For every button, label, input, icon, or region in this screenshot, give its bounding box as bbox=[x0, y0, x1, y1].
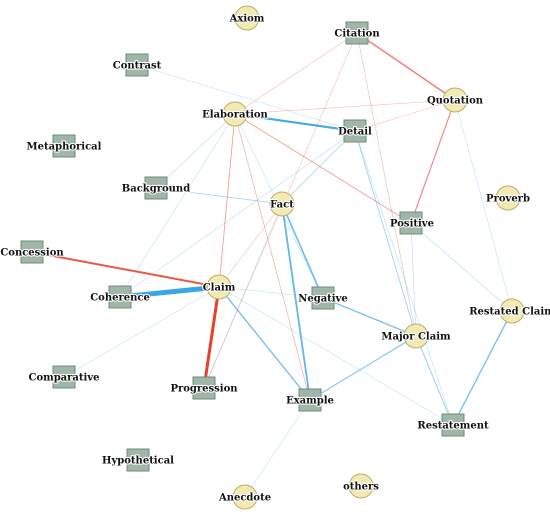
edge-example-anecdote bbox=[244, 399, 311, 498]
node-citation bbox=[345, 21, 369, 45]
edge-claim-restatement bbox=[218, 286, 454, 426]
edge-concession-claim bbox=[31, 251, 220, 288]
node-label-metaphorical: Metaphorical bbox=[27, 142, 102, 153]
node-others bbox=[348, 473, 374, 499]
node-label-restatement: Restatement bbox=[417, 421, 489, 432]
node-background bbox=[144, 176, 168, 200]
node-example bbox=[298, 388, 322, 412]
node-proverb bbox=[495, 185, 521, 211]
node-label-claim: Claim bbox=[203, 283, 236, 294]
edge-elaboration-example bbox=[234, 113, 311, 401]
edge-elaboration-detail bbox=[233, 112, 357, 133]
edge-citation-quotation bbox=[356, 32, 456, 101]
node-label-anecdote: Anecdote bbox=[218, 493, 271, 504]
node-progression bbox=[192, 376, 216, 400]
edge-citation-major_claim bbox=[356, 32, 417, 337]
edge-fact-progression bbox=[203, 203, 283, 389]
edge-layer bbox=[31, 32, 513, 498]
node-label-major-claim: Major Claim bbox=[381, 332, 451, 343]
edge-background-elaboration bbox=[155, 113, 236, 189]
node-label-fact: Fact bbox=[270, 200, 294, 211]
edge-claim-example bbox=[218, 286, 311, 401]
edge-claim-comparative bbox=[63, 286, 220, 378]
edge-claim-negative bbox=[218, 286, 324, 299]
node-label-quotation: Quotation bbox=[427, 96, 484, 107]
edge-positive-restated_claim bbox=[410, 222, 513, 312]
edge-contrast-detail bbox=[136, 64, 356, 132]
node-label-example: Example bbox=[286, 396, 334, 407]
node-label-others: others bbox=[343, 482, 379, 493]
edge-detail-major_claim bbox=[354, 130, 417, 337]
edge-elaboration-quotation bbox=[234, 99, 456, 115]
node-label-background: Background bbox=[122, 184, 190, 195]
edge-detail-restatement bbox=[354, 130, 454, 426]
node-fact bbox=[269, 191, 295, 217]
node-label-axiom: Axiom bbox=[229, 14, 265, 25]
node-positive bbox=[399, 211, 423, 235]
node-metaphorical bbox=[52, 134, 76, 158]
edge-claim-progression bbox=[202, 285, 221, 390]
node-label-progression: Progression bbox=[170, 384, 238, 395]
node-label-restated-claim: Restated Claim bbox=[469, 307, 550, 318]
node-coherence bbox=[108, 285, 132, 309]
node-elaboration bbox=[222, 101, 248, 127]
edge-fact-negative bbox=[281, 203, 324, 299]
edge-quotation-detail bbox=[354, 99, 456, 132]
node-label-proverb: Proverb bbox=[486, 194, 530, 205]
node-major-claim bbox=[403, 323, 429, 349]
edge-fact-example bbox=[281, 203, 311, 401]
node-label-citation: Citation bbox=[334, 29, 380, 40]
node-hypothetical bbox=[126, 448, 150, 472]
edge-restated_claim-restatement bbox=[452, 310, 513, 426]
node-comparative bbox=[52, 365, 76, 389]
edge-elaboration-claim bbox=[218, 113, 236, 288]
node-label-elaboration: Elaboration bbox=[202, 110, 268, 121]
node-axiom bbox=[234, 5, 260, 31]
edge-fact-claim bbox=[218, 203, 283, 288]
node-quotation bbox=[442, 87, 468, 113]
node-contrast bbox=[125, 53, 149, 77]
edge-elaboration-positive bbox=[234, 113, 412, 224]
node-claim bbox=[206, 274, 232, 300]
node-concession bbox=[20, 240, 44, 264]
edge-restated_claim-quotation bbox=[454, 99, 513, 312]
node-label-concession: Concession bbox=[0, 248, 64, 259]
node-label-comparative: Comparative bbox=[28, 373, 99, 384]
edge-citation-elaboration bbox=[234, 32, 358, 115]
edge-quotation-positive bbox=[410, 99, 456, 224]
node-label-contrast: Contrast bbox=[113, 61, 162, 72]
edge-negative-major_claim bbox=[322, 297, 417, 337]
node-negative bbox=[311, 286, 335, 310]
edge-major_claim-restatement bbox=[415, 335, 454, 426]
node-detail bbox=[343, 119, 367, 143]
node-anecdote bbox=[232, 484, 258, 510]
edge-positive-major_claim bbox=[410, 222, 417, 337]
edge-detail-fact bbox=[281, 130, 356, 205]
node-restatement bbox=[441, 413, 465, 437]
node-layer bbox=[20, 5, 525, 510]
node-label-negative: Negative bbox=[298, 294, 348, 305]
edge-claim-coherence bbox=[117, 284, 222, 300]
node-label-hypothetical: Hypothetical bbox=[102, 456, 174, 467]
node-label-coherence: Coherence bbox=[90, 293, 150, 304]
edge-elaboration-coherence bbox=[119, 113, 236, 298]
node-label-detail: Detail bbox=[338, 127, 372, 138]
label-layer: AxiomCitationContrastQuotationElaboratio… bbox=[0, 12, 550, 504]
edge-background-fact bbox=[155, 187, 283, 205]
edge-detail-coherence bbox=[119, 130, 356, 298]
node-label-positive: Positive bbox=[390, 219, 434, 230]
edge-major_claim-example bbox=[309, 335, 417, 401]
node-restated-claim bbox=[499, 298, 525, 324]
